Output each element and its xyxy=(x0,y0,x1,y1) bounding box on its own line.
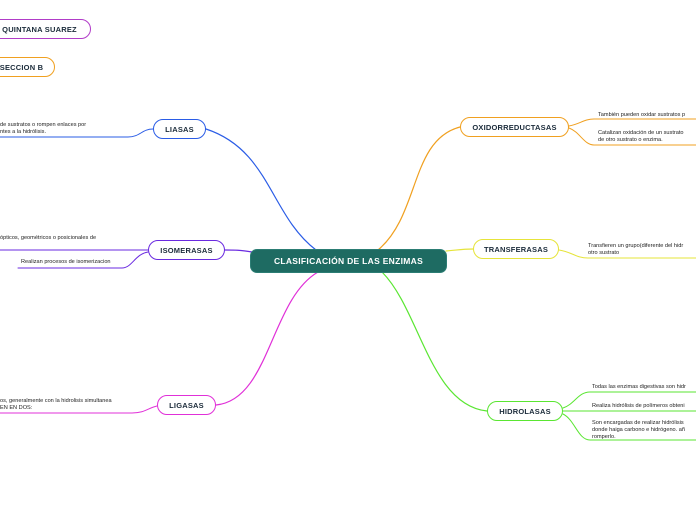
connector-ligasas xyxy=(215,271,319,406)
leaf-isomerasas-definition[interactable]: ópticos, geométricos o posicionales de xyxy=(0,235,96,242)
leaf-line: romperlo. xyxy=(592,434,616,440)
leaf-isomerasas-process[interactable]: Realizan procesos de isomerizacion xyxy=(21,259,111,266)
leaf-hidrolasas-hydrolysis[interactable]: Son encargadas de realizar hidrólisis do… xyxy=(592,420,685,441)
leaf-line: Realiza hidrólisis de polímeros obteni xyxy=(592,403,685,409)
branch-oxidorreductasas[interactable]: OXIDORREDUCTASAS xyxy=(460,117,569,137)
leaf-line: También pueden oxidar sustratos p xyxy=(598,112,686,118)
leaf-connector-ligasas xyxy=(0,405,158,414)
leaf-line: ópticos, geométricos o posicionales de xyxy=(0,235,97,241)
connector-oxidorreductasas xyxy=(377,126,461,251)
branch-ligasas[interactable]: LIGASAS xyxy=(157,395,216,415)
leaf-line: Son encargadas de realizar hidrólisis xyxy=(592,420,684,426)
leaf-line: os, generalmente con la hidrolisis simul… xyxy=(0,398,112,404)
leaf-line: Catalizan oxidación de un sustrato xyxy=(598,130,684,136)
leaf-transferasas-definition[interactable]: Transfieren un grupo(diferente del hidr … xyxy=(588,243,683,257)
leaf-line: otro sustrato xyxy=(588,250,620,256)
branch-transferasas[interactable]: TRANSFERASAS xyxy=(473,239,559,259)
leaf-hidrolasas-digestive[interactable]: Todas las enzimas digestivas son hidr xyxy=(592,384,686,391)
leaf-connector-oxidorreductasas-2 xyxy=(568,127,696,146)
central-topic[interactable]: CLASIFICACIÓN DE LAS ENZIMAS xyxy=(251,250,446,272)
leaf-line: EN EN DOS: xyxy=(0,405,33,411)
connector-isomerasas xyxy=(224,249,253,253)
leaf-line: donde haiga carbono e hidrógeno. añ xyxy=(592,427,685,433)
connector-transferasas xyxy=(445,248,474,252)
leaf-oxidorreductasas-also[interactable]: También pueden oxidar sustratos p xyxy=(598,112,685,119)
leaf-connector-isomerasas-2 xyxy=(17,251,149,269)
branch-hidrolasas[interactable]: HIDROLASAS xyxy=(487,401,563,421)
branch-liasas[interactable]: LIASAS xyxy=(153,119,206,139)
connector-liasas xyxy=(205,128,317,251)
leaf-connector-liasas xyxy=(0,128,154,138)
author-name-pill[interactable]: QUINTANA SUAREZ xyxy=(0,19,91,39)
branch-isomerasas[interactable]: ISOMERASAS xyxy=(148,240,225,260)
leaf-connector-hidrolasas-1 xyxy=(562,391,696,409)
leaf-line: Todas las enzimas digestivas son hidr xyxy=(592,384,686,390)
leaf-liasas-definition[interactable]: de sustratos o rompen enlaces por ntes a… xyxy=(0,122,86,136)
leaf-line: de sustratos o rompen enlaces por xyxy=(0,122,87,128)
section-pill[interactable]: SECCION B xyxy=(0,57,55,77)
connector-hidrolasas xyxy=(381,271,488,412)
leaf-line: Transfieren un grupo(diferente del hidr xyxy=(588,243,684,249)
leaf-connector-oxidorreductasas-1 xyxy=(568,118,696,127)
leaf-oxidorreductasas-catalyze[interactable]: Catalizan oxidación de un sustrato de ot… xyxy=(598,130,684,144)
leaf-line: de otro sustrato o enzima. xyxy=(598,137,663,143)
leaf-hidrolasas-polymers[interactable]: Realiza hidrólisis de polímeros obteni xyxy=(592,403,685,410)
leaf-line: ntes a la hidrólisis. xyxy=(0,129,47,135)
leaf-connector-hidrolasas-3 xyxy=(562,413,696,441)
leaf-connector-transferasas xyxy=(558,249,696,259)
leaf-line: Realizan procesos de isomerizacion xyxy=(21,259,111,265)
leaf-ligasas-definition[interactable]: os, generalmente con la hidrolisis simul… xyxy=(0,398,112,412)
